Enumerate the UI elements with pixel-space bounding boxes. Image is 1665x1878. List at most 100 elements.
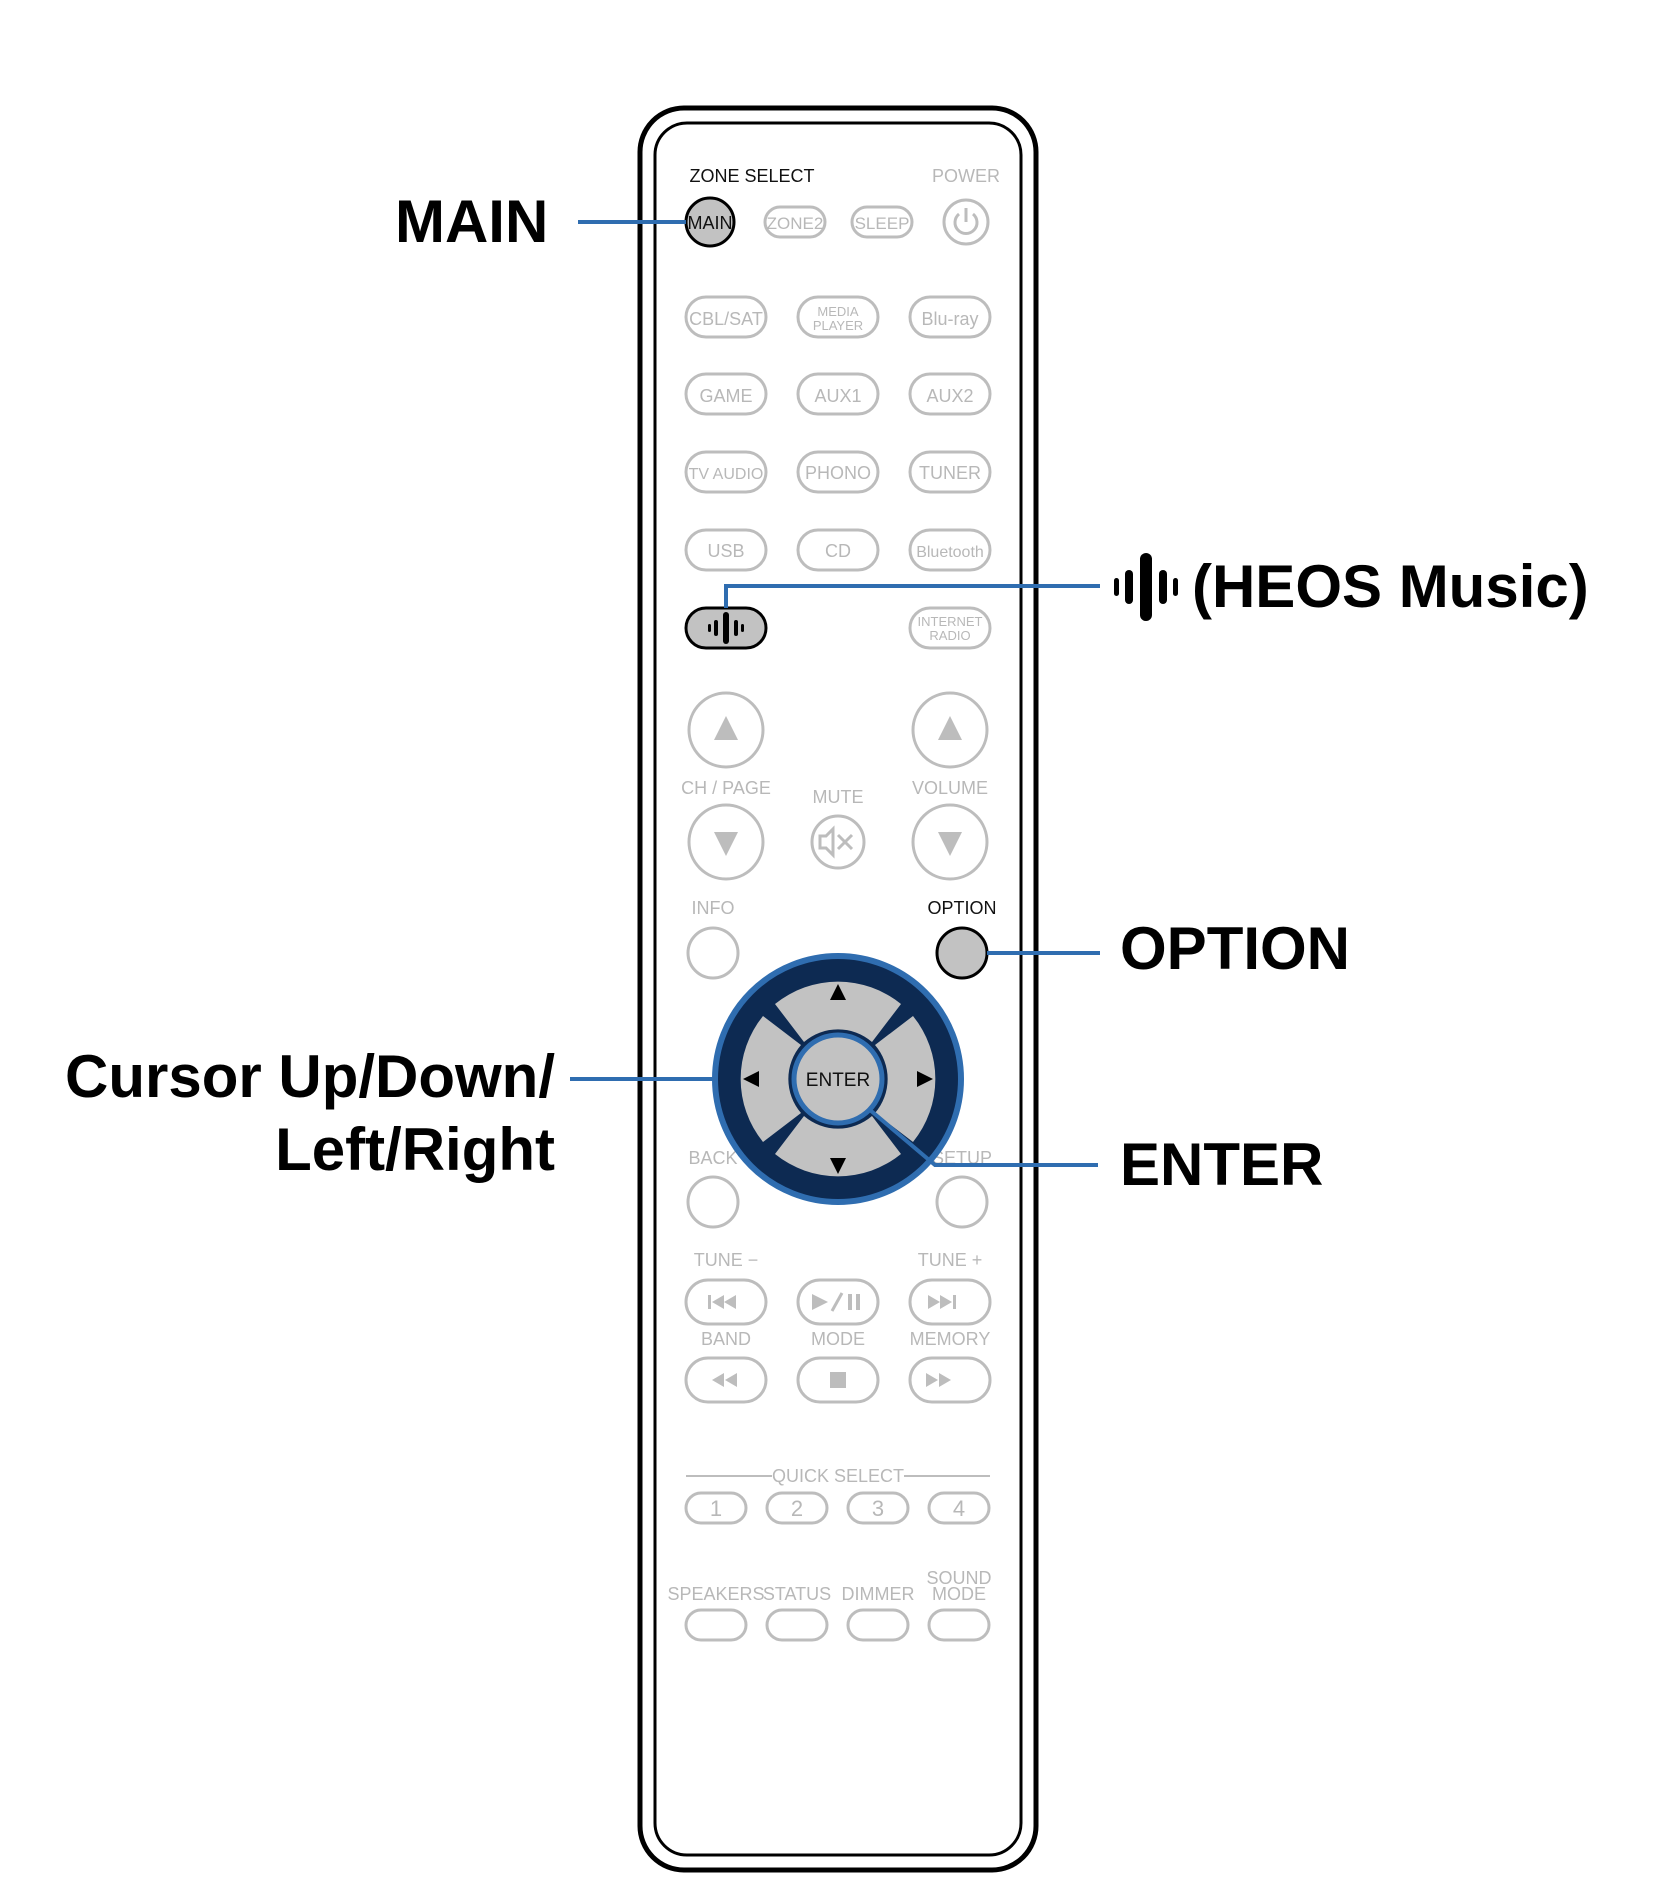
rewind-button[interactable]: [684, 1356, 768, 1404]
cursor-down-button[interactable]: [775, 1116, 901, 1177]
source-row-3: TV AUDIO PHONO TUNER: [684, 450, 992, 494]
cd-label: CD: [825, 541, 851, 561]
heos-callout-icon: [1114, 553, 1178, 621]
main-button[interactable]: MAIN: [684, 196, 736, 248]
cursor-up-button[interactable]: [775, 981, 901, 1042]
tune-plus-label: TUNE +: [918, 1250, 983, 1270]
stop-icon: [830, 1372, 846, 1388]
tuner-button[interactable]: TUNER: [908, 450, 992, 494]
aux2-label: AUX2: [926, 386, 973, 406]
cursor-pad: ENTER: [712, 953, 964, 1205]
leader-lines: [570, 220, 1100, 1167]
zone2-button-label: ZONE2: [767, 214, 824, 233]
volume-down-button[interactable]: [911, 803, 989, 881]
internet-radio-label-1: INTERNET: [918, 614, 983, 629]
speakers-label: SPEAKERS: [667, 1584, 764, 1604]
sound-mode-button[interactable]: [927, 1608, 991, 1642]
mute-icon: [818, 825, 854, 859]
play-pause-button[interactable]: [796, 1278, 880, 1326]
back-button[interactable]: [686, 1175, 740, 1229]
cd-button[interactable]: CD: [796, 528, 880, 572]
phono-label: PHONO: [805, 463, 871, 483]
heos-leader: [724, 584, 1100, 608]
bluetooth-button[interactable]: Bluetooth: [908, 528, 992, 572]
aux1-label: AUX1: [814, 386, 861, 406]
quick-select-2-label: 2: [791, 1496, 803, 1521]
triangle-down-icon: [938, 832, 962, 856]
back-label: BACK: [688, 1148, 737, 1168]
enter-button[interactable]: ENTER: [791, 1032, 885, 1126]
skip-forward-button[interactable]: [908, 1278, 992, 1326]
internet-radio-label-2: RADIO: [929, 628, 970, 643]
dimmer-button[interactable]: [846, 1608, 910, 1642]
info-button[interactable]: [686, 926, 740, 980]
info-label: INFO: [692, 898, 735, 918]
callout-cursor-line1: Cursor Up/Down/: [65, 1043, 555, 1110]
game-label: GAME: [699, 386, 752, 406]
cbl-sat-label: CBL/SAT: [689, 309, 763, 329]
tv-audio-label: TV AUDIO: [689, 466, 764, 483]
status-label: STATUS: [763, 1584, 831, 1604]
arrow-left-icon: [743, 1071, 759, 1087]
callout-enter: ENTER: [1120, 1131, 1324, 1198]
dimmer-label: DIMMER: [842, 1584, 915, 1604]
ch-page-down-button[interactable]: [687, 803, 765, 881]
quick-select-1-button[interactable]: 1: [684, 1491, 748, 1525]
mute-label: MUTE: [813, 787, 864, 807]
fast-forward-button[interactable]: [908, 1356, 992, 1404]
quick-select-4-button[interactable]: 4: [927, 1491, 991, 1525]
cbl-sat-button[interactable]: CBL/SAT: [684, 295, 768, 339]
speakers-button[interactable]: [684, 1608, 748, 1642]
game-button[interactable]: GAME: [684, 372, 768, 416]
stop-button[interactable]: [796, 1356, 880, 1404]
quick-select-3-button[interactable]: 3: [846, 1491, 910, 1525]
callout-heos-music: (HEOS Music): [1192, 553, 1589, 620]
quick-select-2-button[interactable]: 2: [765, 1491, 829, 1525]
sleep-button-label: SLEEP: [855, 214, 910, 233]
cursor-left-button[interactable]: [740, 1016, 801, 1142]
heos-icon: [708, 612, 744, 644]
media-player-label-2: PLAYER: [813, 318, 863, 333]
enter-leader: [868, 1108, 1098, 1167]
power-icon: [953, 208, 979, 235]
quick-select-4-label: 4: [953, 1496, 965, 1521]
internet-radio-button[interactable]: INTERNET RADIO: [908, 606, 992, 650]
heos-music-button[interactable]: [684, 606, 768, 650]
phono-button[interactable]: PHONO: [796, 450, 880, 494]
option-label: OPTION: [927, 898, 996, 918]
usb-label: USB: [707, 541, 744, 561]
ch-page-up-button[interactable]: [687, 691, 765, 769]
cursor-right-button[interactable]: [875, 1016, 936, 1142]
tune-minus-label: TUNE −: [694, 1250, 759, 1270]
bluray-label: Blu-ray: [921, 309, 978, 329]
media-player-button[interactable]: MEDIA PLAYER: [796, 295, 880, 339]
triangle-up-icon: [938, 716, 962, 740]
callout-option: OPTION: [1120, 915, 1351, 982]
fast-forward-icon: [926, 1373, 951, 1387]
zone-select-label: ZONE SELECT: [689, 166, 814, 186]
source-row-4: USB CD Bluetooth: [684, 528, 992, 572]
power-button[interactable]: [942, 198, 990, 246]
source-row-2: GAME AUX1 AUX2: [684, 372, 992, 416]
setup-button[interactable]: [935, 1175, 989, 1229]
status-button[interactable]: [765, 1608, 829, 1642]
quick-select-1-label: 1: [710, 1496, 722, 1521]
skip-forward-icon: [928, 1295, 956, 1309]
sound-mode-label-1: SOUND: [926, 1568, 991, 1588]
usb-button[interactable]: USB: [684, 528, 768, 572]
aux2-button[interactable]: AUX2: [908, 372, 992, 416]
quick-select-3-label: 3: [872, 1496, 884, 1521]
callout-main: MAIN: [395, 188, 549, 255]
mute-button[interactable]: [810, 814, 866, 870]
sleep-button[interactable]: SLEEP: [850, 205, 914, 239]
aux1-button[interactable]: AUX1: [796, 372, 880, 416]
skip-back-button[interactable]: [684, 1278, 768, 1326]
bluray-button[interactable]: Blu-ray: [908, 295, 992, 339]
volume-up-button[interactable]: [911, 691, 989, 769]
option-button[interactable]: [935, 926, 989, 980]
tv-audio-button[interactable]: TV AUDIO: [684, 450, 768, 494]
tuner-label: TUNER: [919, 463, 981, 483]
zone2-button[interactable]: ZONE2: [763, 205, 827, 239]
arrow-up-icon: [830, 984, 846, 1000]
